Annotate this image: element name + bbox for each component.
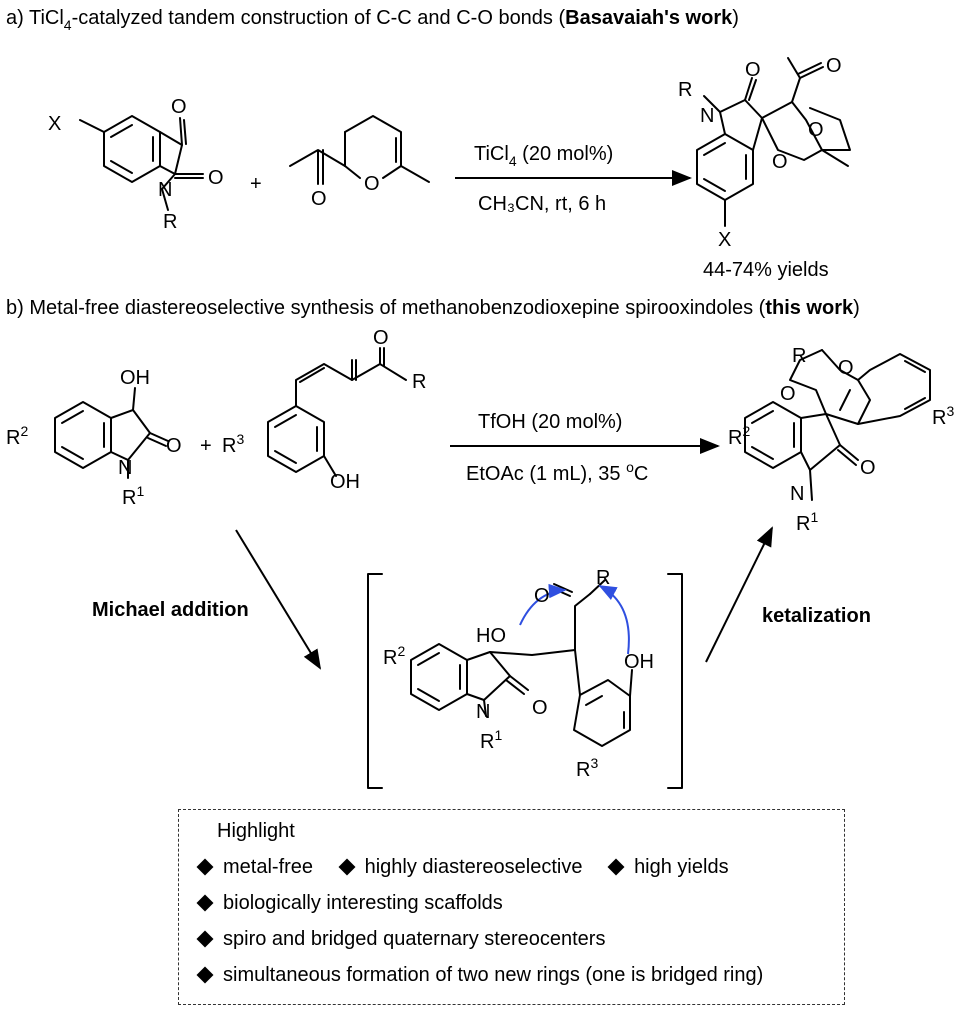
diamond-bullet-icon bbox=[196, 966, 214, 984]
atom-oh-oxindole: OH bbox=[120, 367, 150, 389]
part-a-title: a) TiCl4-catalyzed tandem construction o… bbox=[6, 7, 739, 33]
atom-o-isatin-2: O bbox=[208, 167, 224, 189]
atom-o-intermediate: O bbox=[534, 585, 550, 607]
highlight-item: high yields bbox=[606, 856, 729, 879]
atom-ho-intermediate: HO bbox=[476, 625, 506, 647]
atom-r-prod-b: R bbox=[792, 345, 806, 367]
atom-x-isatin: X bbox=[48, 113, 61, 135]
diamond-bullet-icon bbox=[338, 858, 356, 876]
highlight-item: simultaneous formation of two new rings … bbox=[195, 964, 763, 987]
atom-n-prod-a: N bbox=[700, 105, 714, 127]
atom-x-prod-a: X bbox=[718, 229, 731, 251]
product-a-structure bbox=[696, 57, 851, 227]
atom-oh-chalcone: OH bbox=[330, 471, 360, 493]
yield-a: 44-74% yields bbox=[703, 259, 829, 281]
highlight-title: Highlight bbox=[217, 820, 295, 842]
atom-r-chalcone: R bbox=[412, 371, 426, 393]
hydroxyoxindole-structure bbox=[54, 387, 169, 479]
diamond-bullet-icon bbox=[607, 858, 625, 876]
part-b-title: b) Metal-free diastereoselective synthes… bbox=[6, 297, 860, 319]
atom-r3-prod-b: R3 bbox=[932, 403, 954, 429]
curved-arrow-left bbox=[519, 583, 567, 626]
atom-o-oxindole: O bbox=[166, 435, 182, 457]
highlight-row-4: simultaneous formation of two new rings … bbox=[195, 964, 781, 987]
atom-o-ketone-a: O bbox=[311, 188, 327, 210]
atom-r-isatin: R bbox=[163, 211, 177, 233]
highlight-item: metal-free bbox=[195, 856, 313, 879]
diamond-bullet-icon bbox=[196, 858, 214, 876]
atom-o-prod-b-3: O bbox=[860, 457, 876, 479]
conditions-b-top: TfOH (20 mol%) bbox=[478, 411, 622, 433]
atom-n-intermediate: N bbox=[476, 701, 490, 723]
highlight-item: biologically interesting scaffolds bbox=[195, 892, 503, 915]
atom-o-pyran: O bbox=[364, 173, 380, 195]
bracket-left bbox=[367, 573, 383, 789]
atom-o-prod-a-2: O bbox=[826, 55, 842, 77]
atom-r2-prod-b: R2 bbox=[728, 423, 750, 449]
atom-r3-intermediate: R3 bbox=[576, 755, 598, 781]
atom-o-chalcone: O bbox=[373, 327, 389, 349]
highlight-row-3: spiro and bridged quaternary stereocente… bbox=[195, 928, 623, 951]
highlight-row-2: biologically interesting scaffolds bbox=[195, 892, 521, 915]
hydroxychalcone-structure bbox=[267, 347, 407, 477]
atom-r1-oxindole: R1 bbox=[122, 483, 144, 509]
atom-o-prod-a-1: O bbox=[745, 59, 761, 81]
curved-arrow-right bbox=[598, 585, 630, 655]
arrow-michael bbox=[235, 529, 322, 670]
conditions-a-top: TiCl4 (20 mol%) bbox=[474, 143, 613, 169]
highlight-box: Highlight metal-free highly diastereosel… bbox=[178, 809, 845, 1005]
atom-oh-intermediate: OH bbox=[624, 651, 654, 673]
atom-n-isatin: N bbox=[158, 179, 172, 201]
bracket-right bbox=[667, 573, 683, 789]
plus-a: + bbox=[250, 173, 262, 195]
atom-o-prod-b-1: O bbox=[838, 357, 854, 379]
atom-n-prod-b: N bbox=[790, 483, 804, 505]
atom-o-prod-b-2: O bbox=[780, 383, 796, 405]
product-b-structure bbox=[744, 349, 931, 501]
intermediate-structure bbox=[410, 579, 633, 747]
highlight-item: spiro and bridged quaternary stereocente… bbox=[195, 928, 605, 951]
plus-b: + bbox=[200, 435, 212, 457]
dihydropyran-structure bbox=[289, 115, 430, 185]
atom-r1-intermediate: R1 bbox=[480, 727, 502, 753]
conditions-b-bottom: EtOAc (1 mL), 35 oC bbox=[466, 459, 648, 485]
atom-n-oxindole: N bbox=[118, 457, 132, 479]
highlight-row-1: metal-free highly diastereoselective hig… bbox=[195, 856, 747, 879]
atom-r-intermediate: R bbox=[596, 567, 610, 589]
atom-o-prod-a-4: O bbox=[772, 151, 788, 173]
atom-o-isatin-1: O bbox=[171, 96, 187, 118]
atom-r2-oxindole: R2 bbox=[6, 423, 28, 449]
atom-r-prod-a: R bbox=[678, 79, 692, 101]
atom-o-prod-a-3: O bbox=[808, 119, 824, 141]
step-michael-label: Michael addition bbox=[92, 599, 249, 621]
step-ketalization-label: ketalization bbox=[762, 605, 871, 627]
diamond-bullet-icon bbox=[196, 894, 214, 912]
highlight-item: highly diastereoselective bbox=[337, 856, 583, 879]
arrow-ketalization bbox=[705, 526, 773, 663]
atom-r1-prod-b: R1 bbox=[796, 509, 818, 535]
atom-o-intermediate-2: O bbox=[532, 697, 548, 719]
conditions-a-bottom: CH₃CN, rt, 6 h bbox=[478, 193, 606, 215]
isatin-structure bbox=[79, 115, 204, 211]
atom-r2-intermediate: R2 bbox=[383, 643, 405, 669]
atom-r3-chalcone: R3 bbox=[222, 431, 244, 457]
diamond-bullet-icon bbox=[196, 930, 214, 948]
